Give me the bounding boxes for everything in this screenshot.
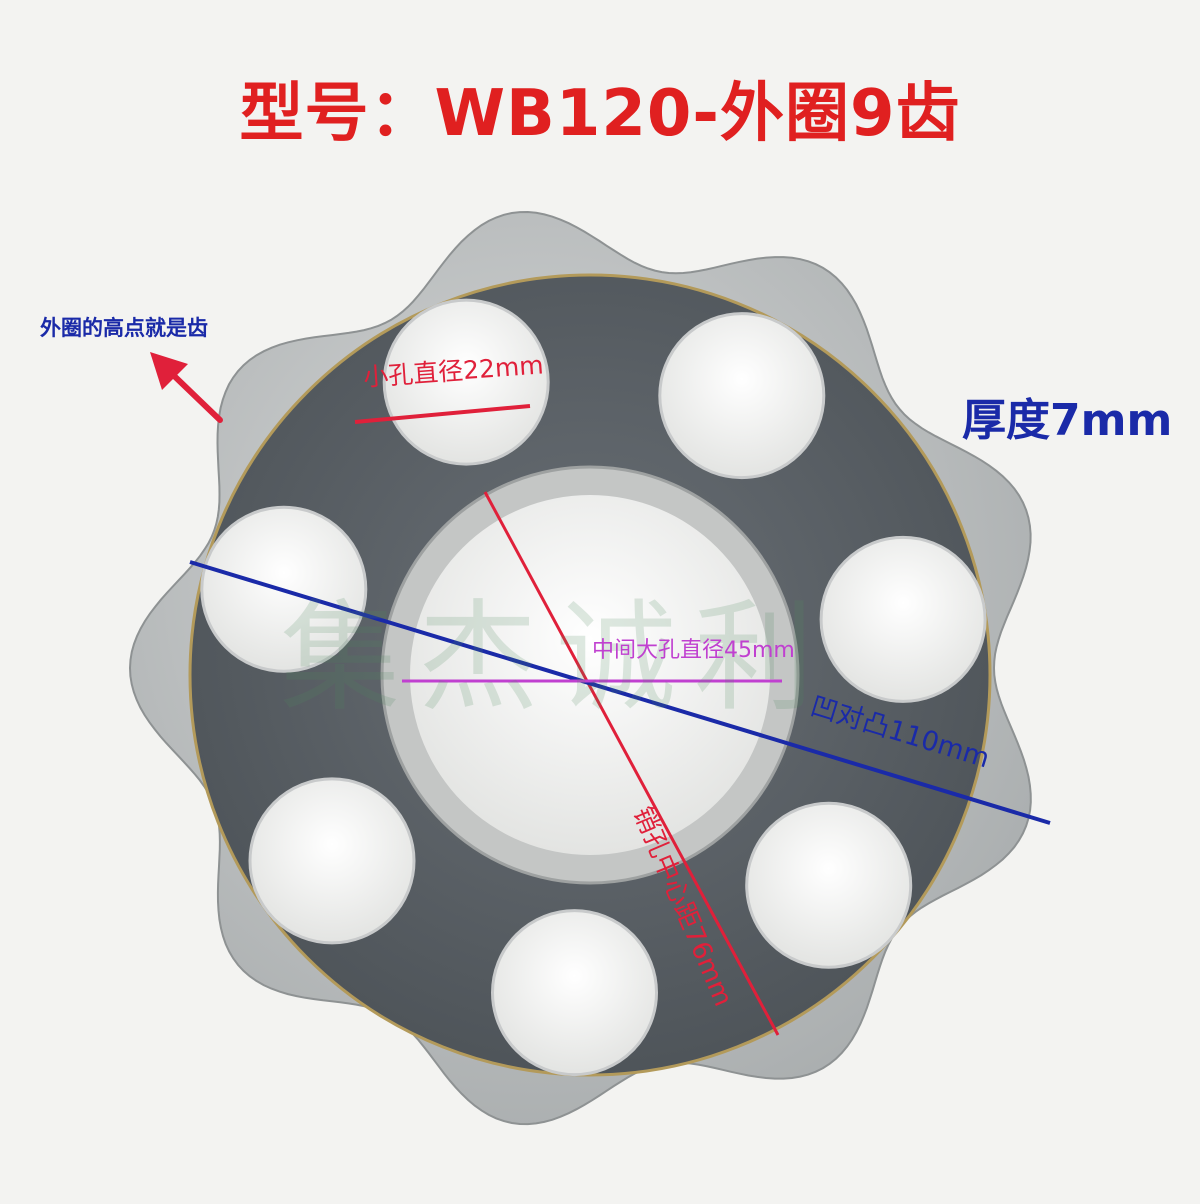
watermark: 集杰诚利 bbox=[280, 589, 832, 728]
pin-hole bbox=[658, 312, 826, 480]
outer-span-dimension-line bbox=[189, 560, 1051, 825]
pin-hole bbox=[491, 909, 658, 1077]
center-hole bbox=[410, 495, 770, 855]
teeth-note: 外圈的高点就是齿 bbox=[40, 316, 208, 340]
page-title: 型号：WB120-外圈9齿 bbox=[239, 77, 961, 151]
arrow-up-left-icon bbox=[150, 352, 223, 423]
pin-holes bbox=[200, 298, 987, 1077]
pin-hole bbox=[248, 777, 416, 945]
thickness-label: 厚度7mm bbox=[962, 395, 1173, 446]
pitch-dimension-line bbox=[483, 491, 780, 1036]
pin-hole bbox=[382, 298, 550, 466]
small-hole-dimension-line bbox=[354, 404, 531, 424]
pin-hole bbox=[819, 535, 987, 703]
center-hole-label: 中间大孔直径45mm bbox=[592, 638, 795, 663]
pin-hole bbox=[745, 801, 913, 969]
